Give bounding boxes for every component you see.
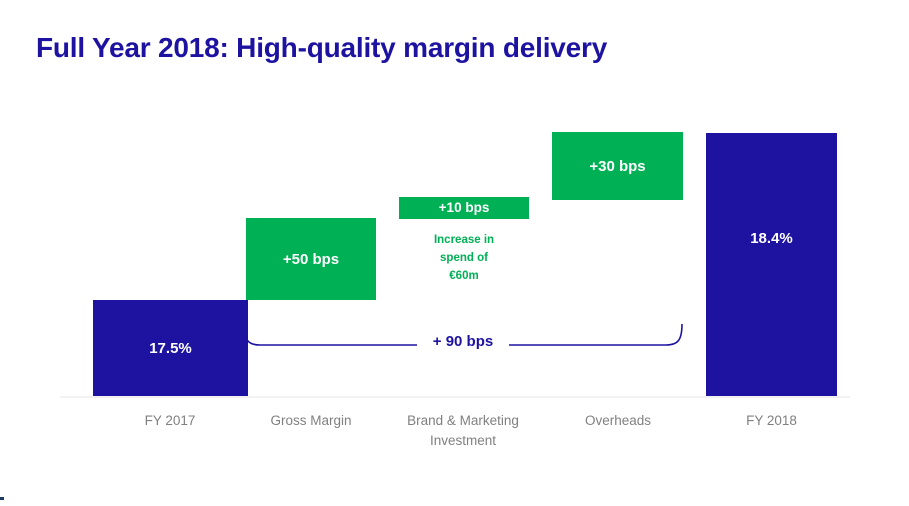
bar-value-label: 18.4% bbox=[750, 230, 793, 247]
spend-annotation-line-2: spend of bbox=[440, 251, 488, 264]
bar-value-label: +30 bps bbox=[589, 157, 646, 175]
bar-value-label: 17.5% bbox=[149, 339, 192, 357]
category-label-line-1: Gross Margin bbox=[270, 413, 352, 428]
bar-value-label: +10 bps bbox=[438, 200, 490, 216]
category-label-line-1: FY 2017 bbox=[144, 413, 196, 428]
brace-label-text: + 90 bps bbox=[416, 333, 510, 350]
brace-label: + 90 bps bbox=[238, 333, 688, 350]
bar-overheads[interactable]: +30 bps bbox=[552, 132, 683, 200]
category-label-fy-2017: FY 2017 bbox=[90, 411, 250, 431]
spend-annotation-line-1: Increase in bbox=[433, 234, 495, 246]
category-label-line-1: Overheads bbox=[584, 413, 652, 428]
bar-value-label: +50 bps bbox=[282, 250, 340, 268]
bar-brand-marketing-investment[interactable]: +10 bps bbox=[399, 197, 529, 219]
spend-annotation: Increase in spend of €60m bbox=[399, 232, 529, 285]
category-label-fy-2018: FY 2018 bbox=[694, 411, 849, 431]
bar-fy-2018[interactable]: 18.4% bbox=[706, 133, 837, 396]
page-title: Full Year 2018: High-quality margin deli… bbox=[36, 32, 608, 63]
bar-fy-2017[interactable]: 17.5% bbox=[93, 300, 248, 396]
spend-annotation-line-3: €60m bbox=[449, 269, 479, 282]
corner-mark bbox=[0, 497, 4, 500]
category-label-line-1: Brand & Marketing bbox=[407, 413, 519, 428]
category-label-overheads: Overheads bbox=[542, 411, 694, 431]
bar-gross-margin[interactable]: +50 bps bbox=[246, 218, 376, 300]
category-label-gross-margin: Gross Margin bbox=[236, 411, 386, 431]
category-label-line-2: Investment bbox=[429, 432, 497, 448]
axis-baseline bbox=[60, 396, 850, 398]
category-label-line-1: FY 2018 bbox=[746, 413, 797, 428]
category-label-brand-marketing-investment: Brand & Marketing Investment bbox=[384, 411, 542, 450]
